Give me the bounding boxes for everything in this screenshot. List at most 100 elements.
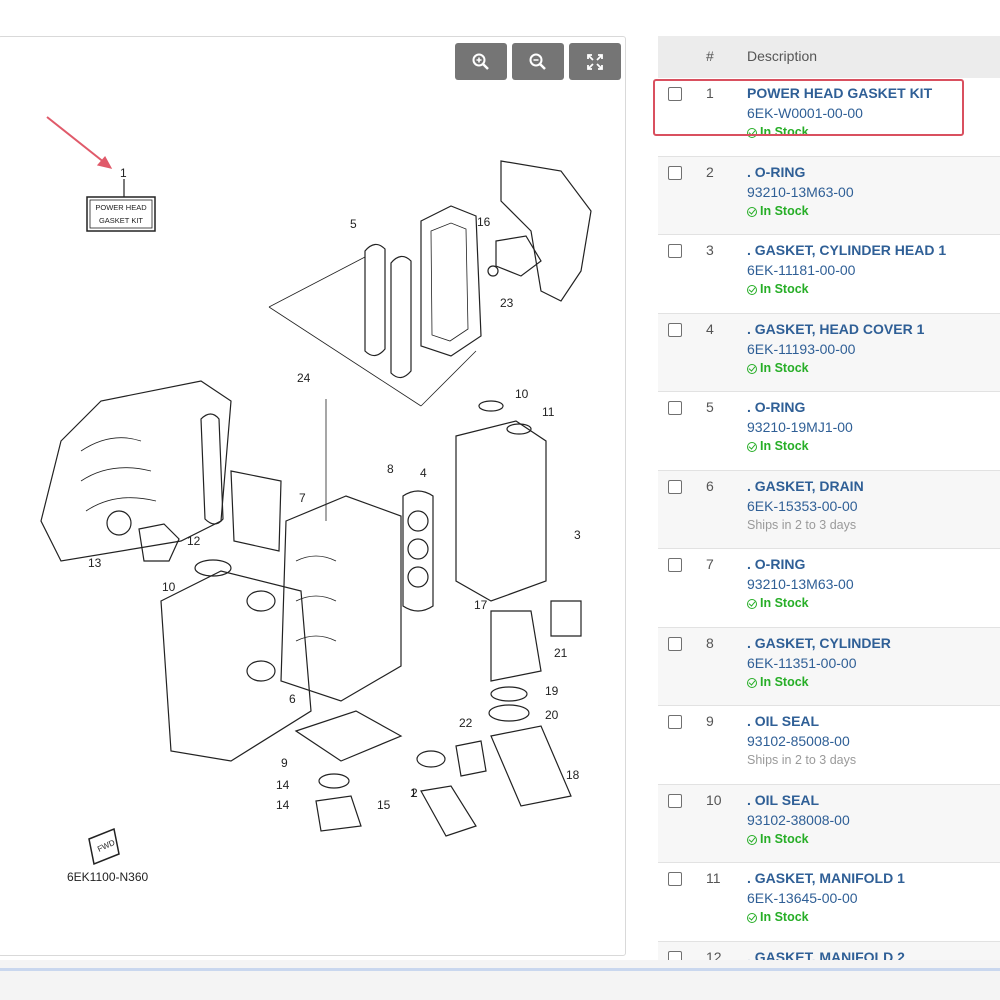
stock-label: Ships in 2 to 3 days bbox=[747, 753, 857, 767]
part-number: 6EK-15353-00-00 bbox=[747, 497, 858, 514]
row-number: 7 bbox=[706, 556, 714, 572]
part-label: 23 bbox=[500, 296, 514, 310]
row-checkbox[interactable] bbox=[668, 87, 682, 101]
parts-list-header: # Description bbox=[658, 36, 1000, 78]
row-number: 6 bbox=[706, 477, 714, 494]
fullscreen-button[interactable] bbox=[569, 43, 621, 80]
stock-label: In Stock bbox=[760, 910, 809, 924]
row-number: 4 bbox=[706, 320, 714, 337]
row-number: 1 bbox=[706, 85, 714, 101]
column-header-number: # bbox=[706, 48, 714, 64]
part-label: 13 bbox=[88, 556, 102, 570]
row-number: 11 bbox=[706, 870, 721, 886]
part-number: 93210-13M63-00 bbox=[747, 183, 854, 200]
row-checkbox[interactable] bbox=[668, 479, 682, 494]
parts-rows: 1 POWER HEAD GASKET KIT 6EK-W0001-00-00 In … bbox=[658, 78, 1000, 966]
stock-label: In Stock bbox=[760, 360, 809, 375]
check-circle-icon bbox=[747, 128, 757, 138]
stock-label: Ships in 2 to 3 days bbox=[747, 517, 857, 532]
part-label: 12 bbox=[187, 534, 201, 548]
part-name-link[interactable]: . OIL SEAL bbox=[747, 713, 820, 729]
stock-label: In Stock bbox=[760, 831, 809, 846]
stock-status: In Stock bbox=[747, 125, 809, 139]
parts-list: # Description 1 POWER HEAD GASKET KIT 6EK-… bbox=[658, 36, 1000, 966]
part-label: 9 bbox=[281, 756, 288, 770]
row-checkbox[interactable] bbox=[668, 165, 682, 180]
part-label: 11 bbox=[542, 405, 555, 419]
part-name-link[interactable]: . O-RING bbox=[747, 399, 806, 415]
row-number: 8 bbox=[706, 634, 714, 651]
row-checkbox[interactable] bbox=[668, 872, 682, 886]
part-label: 1 bbox=[410, 786, 417, 800]
part-number: 6EK-W0001-00-00 bbox=[747, 105, 863, 121]
check-circle-icon bbox=[747, 442, 757, 452]
diagram-code: 6EK1100-N360 bbox=[67, 870, 148, 884]
part-name-link[interactable]: . O-RING bbox=[747, 556, 806, 572]
stock-status: Ships in 2 to 3 days bbox=[747, 518, 856, 532]
stock-status: In Stock bbox=[747, 910, 809, 924]
zoom-out-icon bbox=[529, 53, 546, 70]
table-row[interactable]: 3 . GASKET, CYLINDER HEAD 1 6EK-11181-00-0… bbox=[658, 235, 1000, 314]
part-name-link[interactable]: . GASKET, DRAIN bbox=[747, 477, 864, 494]
part-label: 21 bbox=[554, 646, 568, 660]
stock-status: In Stock bbox=[747, 282, 809, 296]
part-name-link[interactable]: . GASKET, HEAD COVER 1 bbox=[747, 320, 925, 337]
row-checkbox[interactable] bbox=[668, 322, 682, 337]
table-row[interactable]: 1 POWER HEAD GASKET KIT 6EK-W0001-00-00 In … bbox=[658, 78, 1000, 157]
part-label: 2 bbox=[411, 786, 418, 800]
part-label: 20 bbox=[545, 708, 559, 722]
column-header-description: Description bbox=[747, 48, 818, 64]
stock-label: In Stock bbox=[760, 203, 809, 218]
part-name-link[interactable]: . OIL SEAL bbox=[747, 791, 820, 808]
zoom-in-button[interactable] bbox=[455, 43, 507, 80]
stock-label: In Stock bbox=[760, 674, 809, 689]
part-number: 93210-13M63-00 bbox=[747, 576, 854, 592]
stock-label: In Stock bbox=[760, 125, 809, 139]
part-label: 22 bbox=[459, 716, 473, 730]
part-number: 93210-19MJ1-00 bbox=[747, 419, 853, 435]
expand-icon bbox=[587, 53, 603, 70]
part-label: 10 bbox=[515, 387, 529, 401]
part-label: 17 bbox=[474, 598, 488, 612]
part-name-link[interactable]: . GASKET, CYLINDER bbox=[747, 634, 891, 651]
part-label: 14 bbox=[276, 778, 290, 792]
stock-label: In Stock bbox=[760, 439, 809, 453]
table-row[interactable]: 2 . O-RING 93210-13M63-00 In Stock bbox=[658, 156, 1000, 235]
part-label: 18 bbox=[566, 768, 580, 782]
stock-status: In Stock bbox=[747, 832, 809, 846]
part-label: 4 bbox=[420, 466, 427, 480]
row-checkbox[interactable] bbox=[668, 715, 682, 729]
part-name-link[interactable]: . O-RING bbox=[747, 163, 806, 180]
row-checkbox[interactable] bbox=[668, 636, 682, 651]
row-checkbox[interactable] bbox=[668, 793, 682, 808]
check-circle-icon bbox=[747, 363, 757, 374]
row-checkbox[interactable] bbox=[668, 558, 682, 572]
part-number: 6EK-11181-00-00 bbox=[747, 262, 856, 278]
row-number: 3 bbox=[706, 242, 714, 258]
part-name-link[interactable]: . GASKET, MANIFOLD 1 bbox=[747, 870, 905, 886]
part-label: 16 bbox=[477, 215, 491, 229]
part-label: 8 bbox=[387, 462, 394, 476]
part-label: 15 bbox=[377, 798, 391, 812]
part-name-link[interactable]: POWER HEAD GASKET KIT bbox=[747, 85, 933, 101]
callout-line1: POWER HEAD bbox=[95, 203, 147, 212]
row-checkbox[interactable] bbox=[668, 244, 682, 258]
row-number: 2 bbox=[706, 163, 714, 180]
row-checkbox[interactable] bbox=[668, 401, 682, 415]
part-label: 7 bbox=[299, 491, 306, 505]
stock-status: In Stock bbox=[747, 204, 809, 218]
callout-line2: GASKET KIT bbox=[99, 216, 143, 225]
exploded-diagram-panel: 1 POWER HEAD GASKET KIT 6EK1100-N360 FWD… bbox=[0, 36, 626, 956]
zoom-out-button[interactable] bbox=[512, 43, 564, 80]
part-name-link[interactable]: . GASKET, CYLINDER HEAD 1 bbox=[747, 242, 947, 258]
check-circle-icon bbox=[747, 285, 757, 295]
zoom-in-icon bbox=[472, 53, 489, 70]
